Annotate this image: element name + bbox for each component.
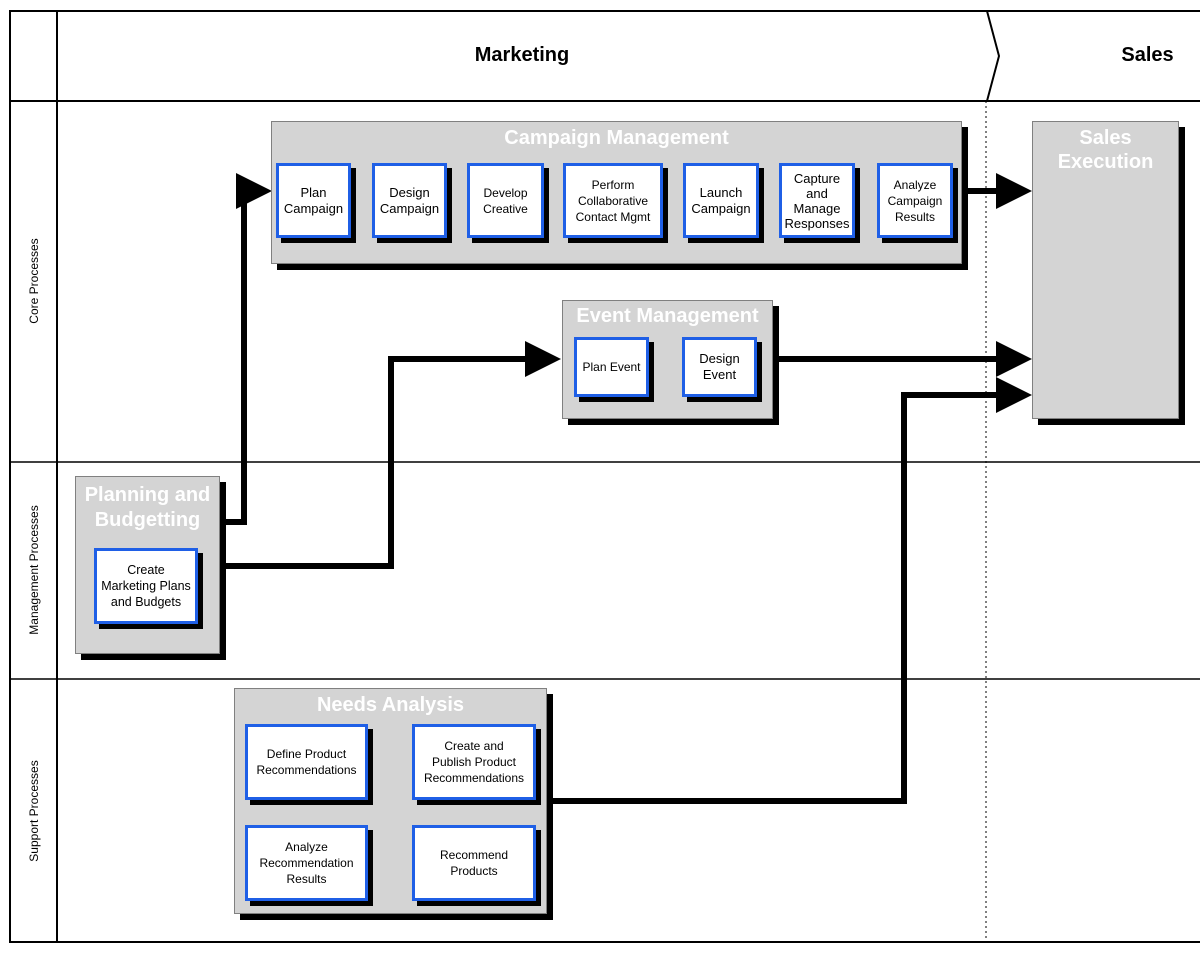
header-marketing: Marketing <box>474 44 570 66</box>
lane-label-core: Core Processes <box>27 238 41 324</box>
lane-label-management: Management Processes <box>27 505 41 635</box>
task-plan-campaign[interactable]: Plan Campaign <box>276 163 351 238</box>
group-title-campaign-management: Campaign Management <box>504 127 729 149</box>
task-define-recommendations[interactable]: Define Product Recommendations <box>245 724 368 800</box>
task-design-event[interactable]: Design Event <box>682 337 757 397</box>
task-design-campaign[interactable]: Design Campaign <box>372 163 447 238</box>
task-launch-campaign[interactable]: Launch Campaign <box>683 163 759 238</box>
group-title-event-management: Event Management <box>576 305 759 327</box>
task-analyze-recommendations[interactable]: Analyze Recommendation Results <box>245 825 368 901</box>
group-title-planning-budgeting: Planning and Budgetting <box>84 484 211 531</box>
task-recommend-products[interactable]: Recommend Products <box>412 825 536 901</box>
header-sales: Sales <box>1121 44 1174 66</box>
group-title-needs-analysis: Needs Analysis <box>316 694 465 716</box>
task-capture-responses[interactable]: Capture and Manage Responses <box>779 163 855 238</box>
task-plan-event[interactable]: Plan Event <box>574 337 649 397</box>
task-perform-contact-mgmt[interactable]: Perform Collaborative Contact Mgmt <box>563 163 663 238</box>
group-sales-execution: Sales Execution <box>1032 121 1179 419</box>
group-title-sales-execution: Sales Execution <box>1057 127 1154 173</box>
task-create-marketing-plans[interactable]: Create Marketing Plans and Budgets <box>94 548 198 624</box>
task-publish-recommendations[interactable]: Create and Publish Product Recommendatio… <box>412 724 536 800</box>
task-develop-creative[interactable]: Develop Creative <box>467 163 544 238</box>
lane-label-support: Support Processes <box>27 760 41 862</box>
task-analyze-campaign-results[interactable]: Analyze Campaign Results <box>877 163 953 238</box>
